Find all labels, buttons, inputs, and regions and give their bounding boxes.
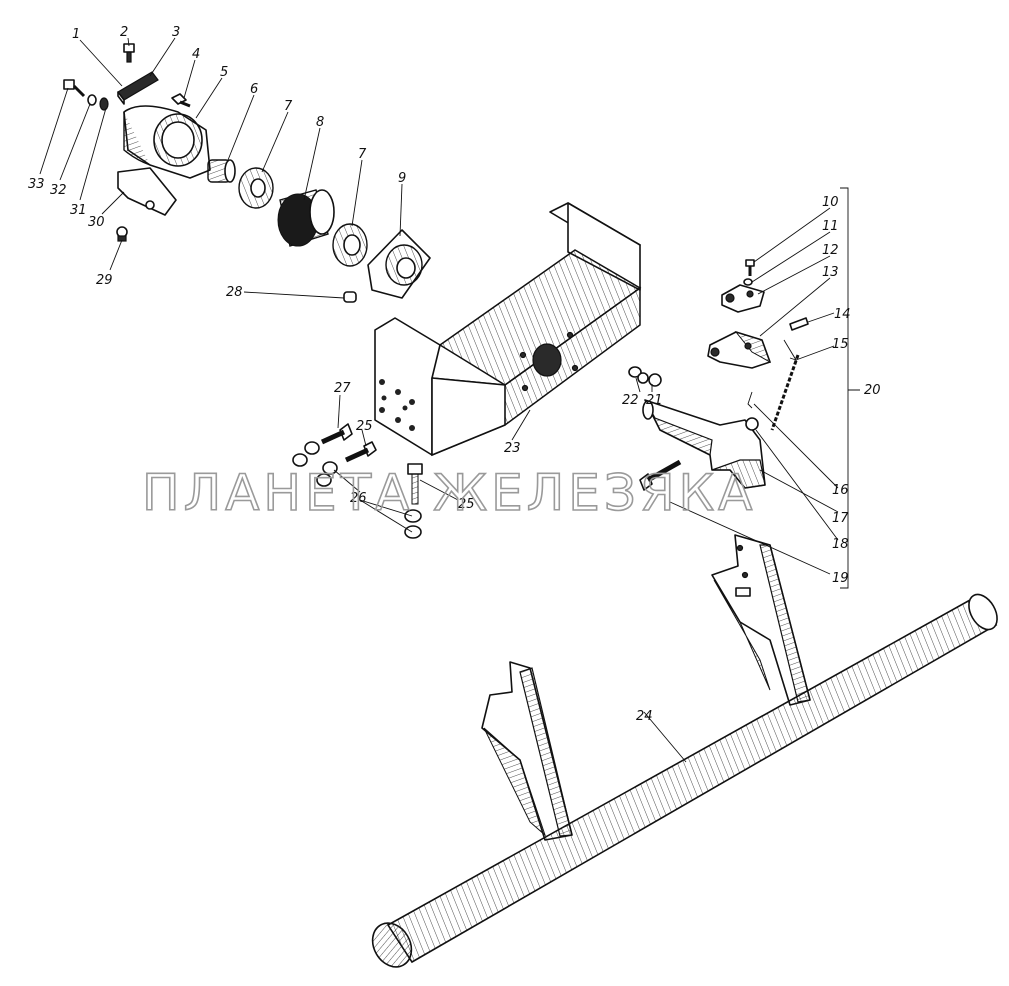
leader-lines: [39, 37, 860, 763]
bolt-27-part: [320, 423, 353, 445]
label-28: 28: [226, 285, 243, 300]
part-labels: 1 2 3 4 5 6 7 8 7 9 10 11 12 13 14 15 20…: [28, 25, 881, 724]
bearing-housing-part: [117, 105, 211, 216]
cover-plate-part: [117, 71, 159, 105]
label-26: 26: [350, 491, 367, 506]
label-9: 9: [398, 171, 406, 186]
bolt-33-part: [63, 79, 86, 98]
bolt-19-part: [639, 459, 682, 491]
nut-26a-part: [404, 509, 422, 523]
label-30: 30: [88, 215, 105, 230]
box-beam-part: [374, 202, 642, 457]
washer-22-part: [628, 366, 642, 378]
label-8: 8: [316, 115, 324, 130]
label-29: 29: [96, 273, 113, 288]
label-16: 16: [832, 483, 849, 498]
label-32: 32: [50, 183, 67, 198]
washer-31-part: [99, 97, 109, 111]
washer-11-part: [743, 278, 753, 286]
bumper-tube-part: [371, 534, 998, 968]
bolt-2-part: [123, 43, 135, 63]
chain-15-part: [770, 339, 800, 431]
label-2: 2: [120, 25, 128, 40]
latch-12-part: [721, 284, 765, 313]
label-5: 5: [220, 65, 228, 80]
label-19: 19: [832, 571, 849, 586]
label-7a: 7: [284, 99, 293, 114]
pin-14-part: [789, 317, 809, 331]
bolt-25-part: [344, 441, 377, 463]
label-33: 33: [28, 177, 45, 192]
nut-18-part: [745, 417, 759, 431]
label-27: 27: [334, 381, 351, 396]
nut-21b-part: [637, 372, 649, 384]
label-7b: 7: [358, 147, 367, 162]
label-31: 31: [70, 203, 87, 218]
label-13: 13: [822, 265, 839, 280]
label-12: 12: [822, 243, 839, 258]
cotter-pin-16-part: [747, 391, 753, 409]
bolt-4-part: [171, 93, 191, 108]
label-18: 18: [832, 537, 849, 552]
label-25a: 25: [356, 419, 373, 434]
bushing-6-part: [207, 159, 236, 183]
watermark-text: ПЛАНЕТА ЖЕЛЕЗЯКА: [142, 464, 756, 522]
label-23: 23: [504, 441, 521, 456]
label-20: 20: [864, 383, 881, 398]
label-4: 4: [192, 47, 200, 62]
label-25b: 25: [458, 497, 475, 512]
bolt-10-part: [745, 259, 755, 276]
seal-7a-part: [238, 167, 274, 209]
tow-hook-part: [642, 399, 766, 489]
fitting-29-part: [116, 226, 128, 242]
label-15: 15: [832, 337, 849, 352]
roller-8-part: [277, 189, 335, 247]
label-17: 17: [832, 511, 849, 526]
grease-fitting-28-part: [343, 291, 357, 303]
label-21: 21: [646, 393, 663, 408]
flange-9-part: [367, 229, 431, 299]
seal-7b-part: [332, 223, 368, 267]
label-6: 6: [250, 82, 258, 97]
label-14: 14: [834, 307, 851, 322]
label-24: 24: [636, 709, 653, 724]
label-10: 10: [822, 195, 839, 210]
nut-26b-part: [404, 525, 422, 539]
nut-21-part: [648, 373, 662, 387]
washers-26-part: [292, 441, 338, 487]
latch-plate-13-part: [707, 331, 771, 369]
bolt-25b-part: [407, 463, 423, 505]
washer-32-part: [87, 94, 97, 106]
label-1: 1: [72, 27, 80, 42]
label-3: 3: [172, 25, 180, 40]
label-22: 22: [622, 393, 639, 408]
label-11: 11: [822, 219, 839, 234]
